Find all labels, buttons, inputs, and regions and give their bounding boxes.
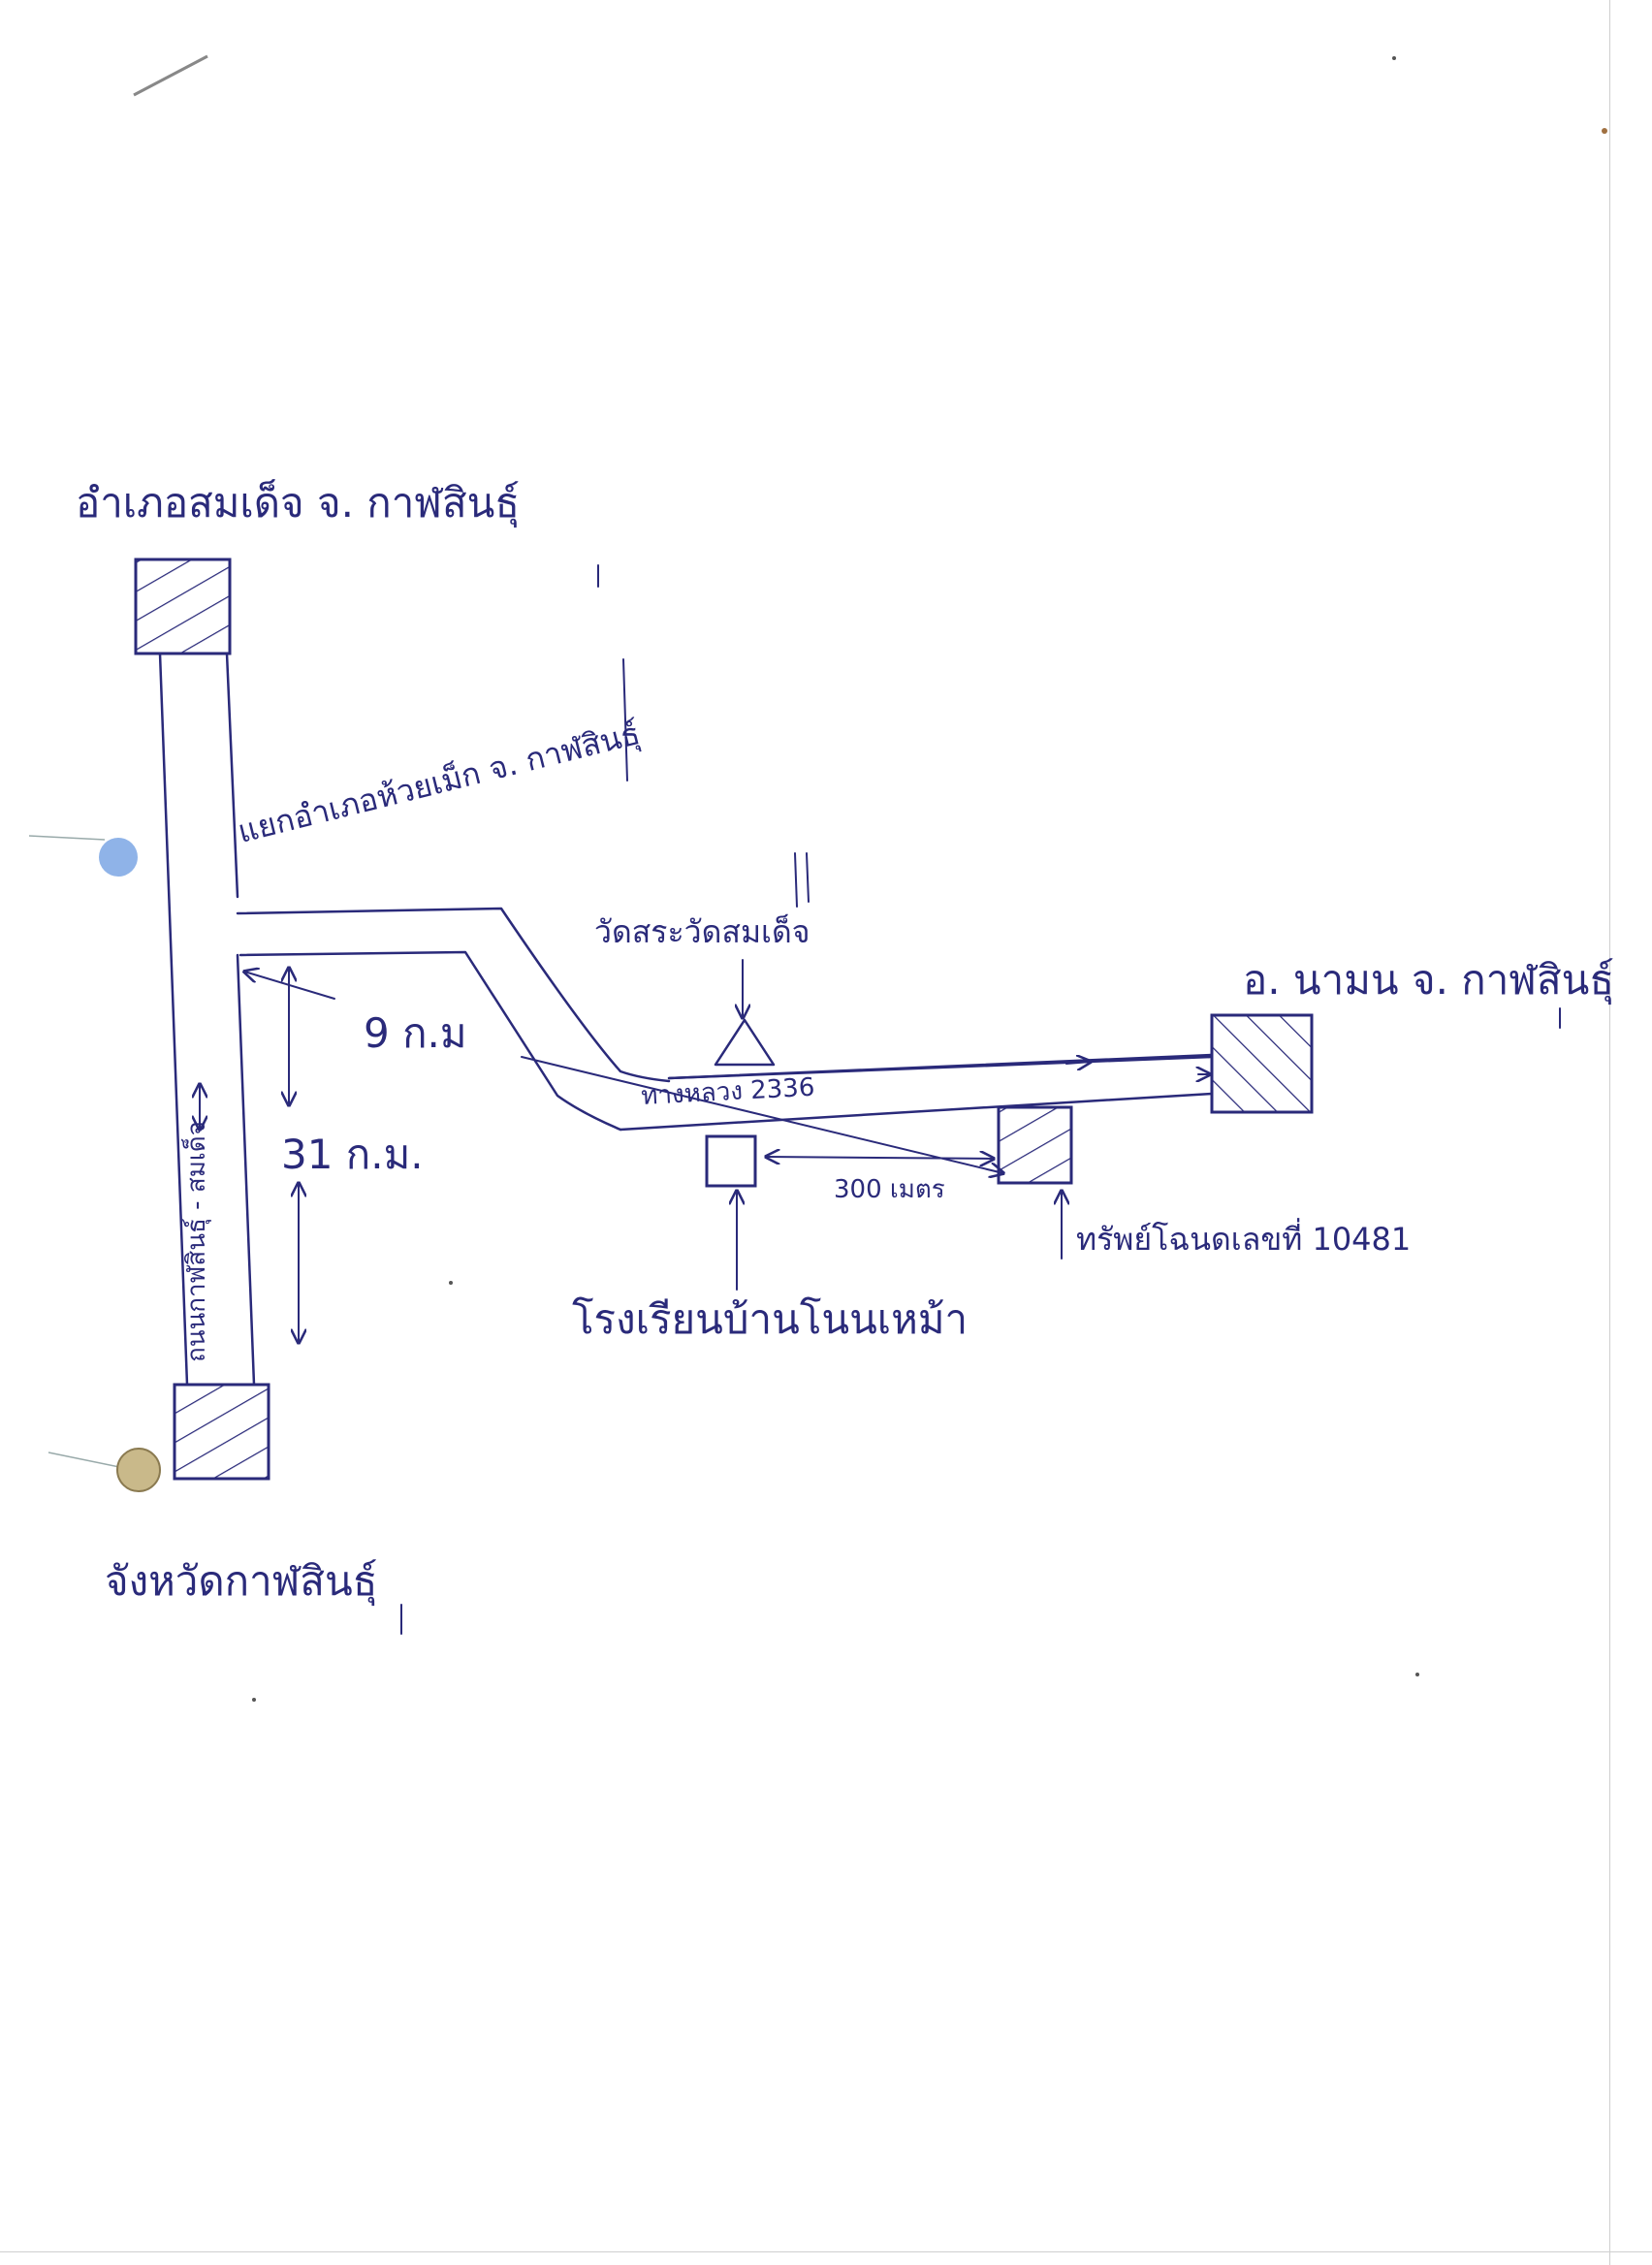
pencil-mark (133, 54, 208, 97)
district-office-box (134, 558, 232, 655)
main-road-left-edge (158, 652, 189, 1387)
label-title-deed: ทรัพย์โฉนดเลขที่ 10481 (1076, 1221, 1412, 1258)
dot-5 (252, 1698, 256, 1702)
label-nam-mon-district: อ. นามน จ. กาฬสินธุ์ (1243, 956, 1614, 1004)
label-school: โรงเรียนบ้านโนนเหม้า (572, 1295, 969, 1343)
label-distance-31km: 31 ก.ม. (281, 1131, 424, 1178)
dot-3 (449, 1281, 453, 1285)
school-square (705, 1134, 757, 1188)
blue-pin-icon (99, 838, 138, 877)
paper-bottom-edge (0, 2251, 1652, 2252)
province-city-box (173, 1383, 270, 1481)
dot-4 (1415, 1673, 1419, 1676)
tick-mark-4 (806, 852, 810, 903)
highway-top-line (667, 1055, 1214, 1080)
highway-bottom-line (619, 1092, 1214, 1132)
branch-road-top-edge (236, 907, 671, 1083)
highway-arrow (1065, 1062, 1091, 1064)
temple-triangle-icon (714, 1018, 776, 1067)
label-distance-300m: 300 เมตร (834, 1175, 945, 1204)
junction-pointer-arrow (244, 972, 335, 1000)
label-road-kalasin-somdet: ถนนกาฬสินธุ์ - สมเด็จ (182, 1121, 211, 1362)
tick-mark-2 (622, 658, 628, 782)
main-road-right-edge (225, 652, 256, 1387)
dot-2 (1602, 128, 1607, 134)
pin-line-gold (48, 1452, 125, 1469)
dot-1 (1392, 56, 1396, 60)
pin-line-blue (28, 835, 106, 841)
label-wat-sa-somdet: วัดสระวัดสมเด็จ (594, 913, 810, 950)
paper-right-edge (1609, 0, 1610, 2265)
gold-pin-icon (116, 1448, 161, 1492)
property-box (997, 1105, 1073, 1185)
nam-mon-box (1210, 1013, 1314, 1114)
label-district-office-somdet: อำเภอสมเด็จ จ. กาฬสินธุ์ (76, 479, 521, 526)
label-distance-9km: 9 ก.ม (364, 1009, 467, 1057)
distance-300m-arrow (766, 1157, 994, 1159)
tick-mark-3 (794, 852, 798, 908)
branch-road-bottom-edge (238, 950, 622, 1132)
label-province-kalasin: จังหวัดกาฬสินธุ์ (105, 1557, 378, 1605)
